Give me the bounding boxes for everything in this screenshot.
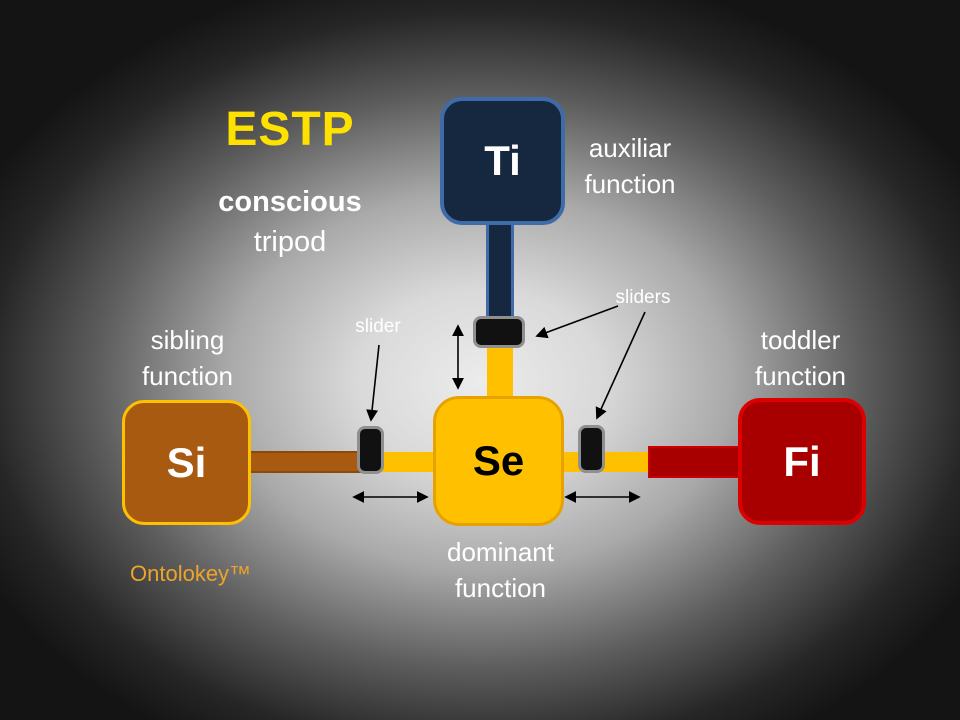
caption-toddler-line2: function xyxy=(754,361,847,392)
caption-auxiliary-line1: auxiliar xyxy=(588,133,672,163)
node-si: Si xyxy=(122,400,251,525)
annotation-slider-label: slider xyxy=(355,316,401,337)
diagram-subtitle-line2: tripod xyxy=(253,226,327,258)
connector-ti-navy xyxy=(486,222,514,334)
caption-dominant-function: dominant function xyxy=(398,534,603,607)
caption-auxiliary-function: auxiliar function xyxy=(545,130,715,203)
slider-handle-left xyxy=(357,426,384,474)
node-fi: Fi xyxy=(738,398,866,525)
caption-auxiliary-line2: function xyxy=(584,169,676,200)
node-se-label: Se xyxy=(472,437,525,484)
caption-dominant-line1: dominant xyxy=(447,537,554,567)
node-si-label: Si xyxy=(166,438,207,486)
node-ti: Ti xyxy=(440,97,565,225)
slider-handle-top xyxy=(473,316,525,348)
pointer-slider-top xyxy=(535,305,619,339)
annotation-sliders-label: sliders xyxy=(615,287,671,308)
caption-sibling-function: sibling function xyxy=(105,322,270,395)
brand-watermark: Ontolokey™ xyxy=(130,561,252,586)
connector-fi-yellow xyxy=(560,452,662,472)
node-ti-label: Ti xyxy=(484,137,521,184)
diagram-title-type: ESTP xyxy=(225,103,355,156)
node-se: Se xyxy=(433,396,564,526)
caption-dominant-line2: function xyxy=(454,573,547,604)
caption-toddler-function: toddler function xyxy=(718,322,883,395)
connector-fi-red xyxy=(648,446,742,478)
diagram-subtitle-line1: conscious xyxy=(218,186,362,218)
pointer-slider-right xyxy=(595,311,646,420)
pointer-slider-left xyxy=(366,344,380,422)
node-fi-label: Fi xyxy=(783,437,821,485)
slider-handle-right xyxy=(578,425,605,473)
caption-toddler-line1: toddler xyxy=(760,325,841,355)
caption-sibling-line2: function xyxy=(141,361,234,392)
caption-sibling-line1: sibling xyxy=(150,325,225,355)
